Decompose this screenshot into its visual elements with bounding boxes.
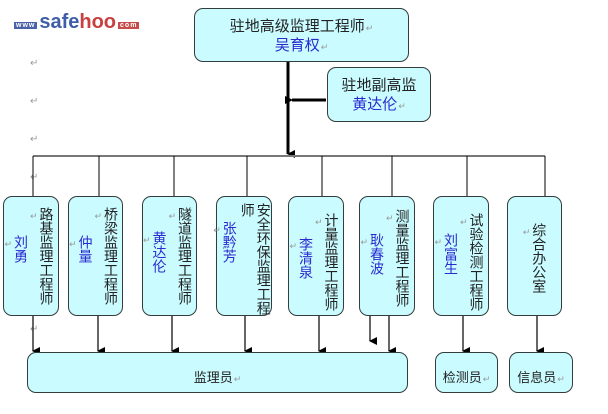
- deputy-title: 驻地副高监: [341, 76, 417, 94]
- paragraph-mark: ↵: [30, 96, 39, 107]
- engineer-box-subgrade: 路基监理工程师↵ 刘勇↵: [3, 196, 59, 316]
- watermark-part1: safe: [39, 11, 80, 33]
- engineer-box-safety: 安全环保监理工程师 张黔芳↵: [213, 196, 272, 316]
- chief-name: 吴育权: [274, 36, 320, 54]
- engineer-box-survey: 测量监理工程师↵ 耿春波↵: [359, 196, 415, 316]
- engineer-role: 测量监理工程师↵: [386, 209, 410, 307]
- engineer-name: 李清泉↵: [289, 237, 313, 279]
- supervisors-label: 监理员: [193, 371, 233, 386]
- watermark-suffix: com: [118, 22, 140, 29]
- paragraph-mark: ↵: [557, 375, 565, 385]
- engineer-name: 刘富生↵: [434, 233, 458, 275]
- deputy-box: 驻地副高监 黄达伦↵: [327, 67, 431, 122]
- office-box: 综合办公室↵: [507, 196, 562, 316]
- engineer-role: 隧道监理工程师↵: [168, 207, 193, 305]
- supervisors-box: 监理员↵: [27, 352, 408, 393]
- engineer-role: 路基监理工程师↵: [30, 207, 54, 305]
- info-staff-label: 信息员: [517, 371, 557, 386]
- engineer-box-tunnel: 隧道监理工程师↵ 黄达伦↵: [142, 196, 197, 316]
- paragraph-mark: ↵: [30, 134, 39, 145]
- safehoo-watermark: www safe hoo com: [14, 11, 140, 33]
- paragraph-mark: ↵: [398, 102, 406, 112]
- paragraph-mark: ↵: [365, 24, 374, 34]
- chief-engineer-box: 驻地高级监理工程师↵ 吴育权↵: [194, 8, 409, 62]
- engineer-box-bridge: 桥梁监理工程师↵ 仲量↵: [68, 196, 123, 316]
- inspectors-label: 检测员: [442, 371, 482, 386]
- office-label: 综合办公室↵: [522, 223, 547, 293]
- engineer-name: 耿春波↵: [360, 233, 384, 275]
- engineer-role: 桥梁监理工程师↵: [94, 207, 119, 305]
- paragraph-mark: ↵: [30, 172, 39, 183]
- engineer-box-metering: 计量监理工程师↵ 李清泉↵: [288, 196, 344, 316]
- paragraph-mark: ↵: [233, 375, 242, 385]
- chief-title: 驻地高级监理工程师: [229, 17, 365, 35]
- engineer-name: 刘勇↵: [4, 235, 28, 263]
- deputy-name: 黄达伦: [352, 95, 398, 113]
- engineer-name: 仲量↵: [68, 235, 93, 263]
- engineer-role: 试验检测工程师↵: [460, 213, 484, 311]
- paragraph-mark: ↵: [30, 58, 39, 69]
- engineer-name: 张黔芳↵: [213, 221, 237, 263]
- paragraph-mark: ↵: [30, 324, 39, 335]
- info-staff-box: 信息员↵: [509, 352, 573, 393]
- inspectors-box: 检测员↵: [435, 352, 498, 393]
- engineer-role: 安全环保监理工程师: [238, 203, 271, 315]
- watermark-part2: hoo: [79, 11, 117, 33]
- engineer-name: 黄达伦↵: [142, 231, 167, 273]
- watermark-prefix: www: [14, 22, 38, 29]
- engineer-box-testing: 试验检测工程师↵ 刘富生↵: [433, 196, 489, 316]
- paragraph-mark: ↵: [320, 43, 329, 53]
- engineer-role: 计量监理工程师↵: [315, 213, 339, 311]
- paragraph-mark: ↵: [482, 375, 491, 385]
